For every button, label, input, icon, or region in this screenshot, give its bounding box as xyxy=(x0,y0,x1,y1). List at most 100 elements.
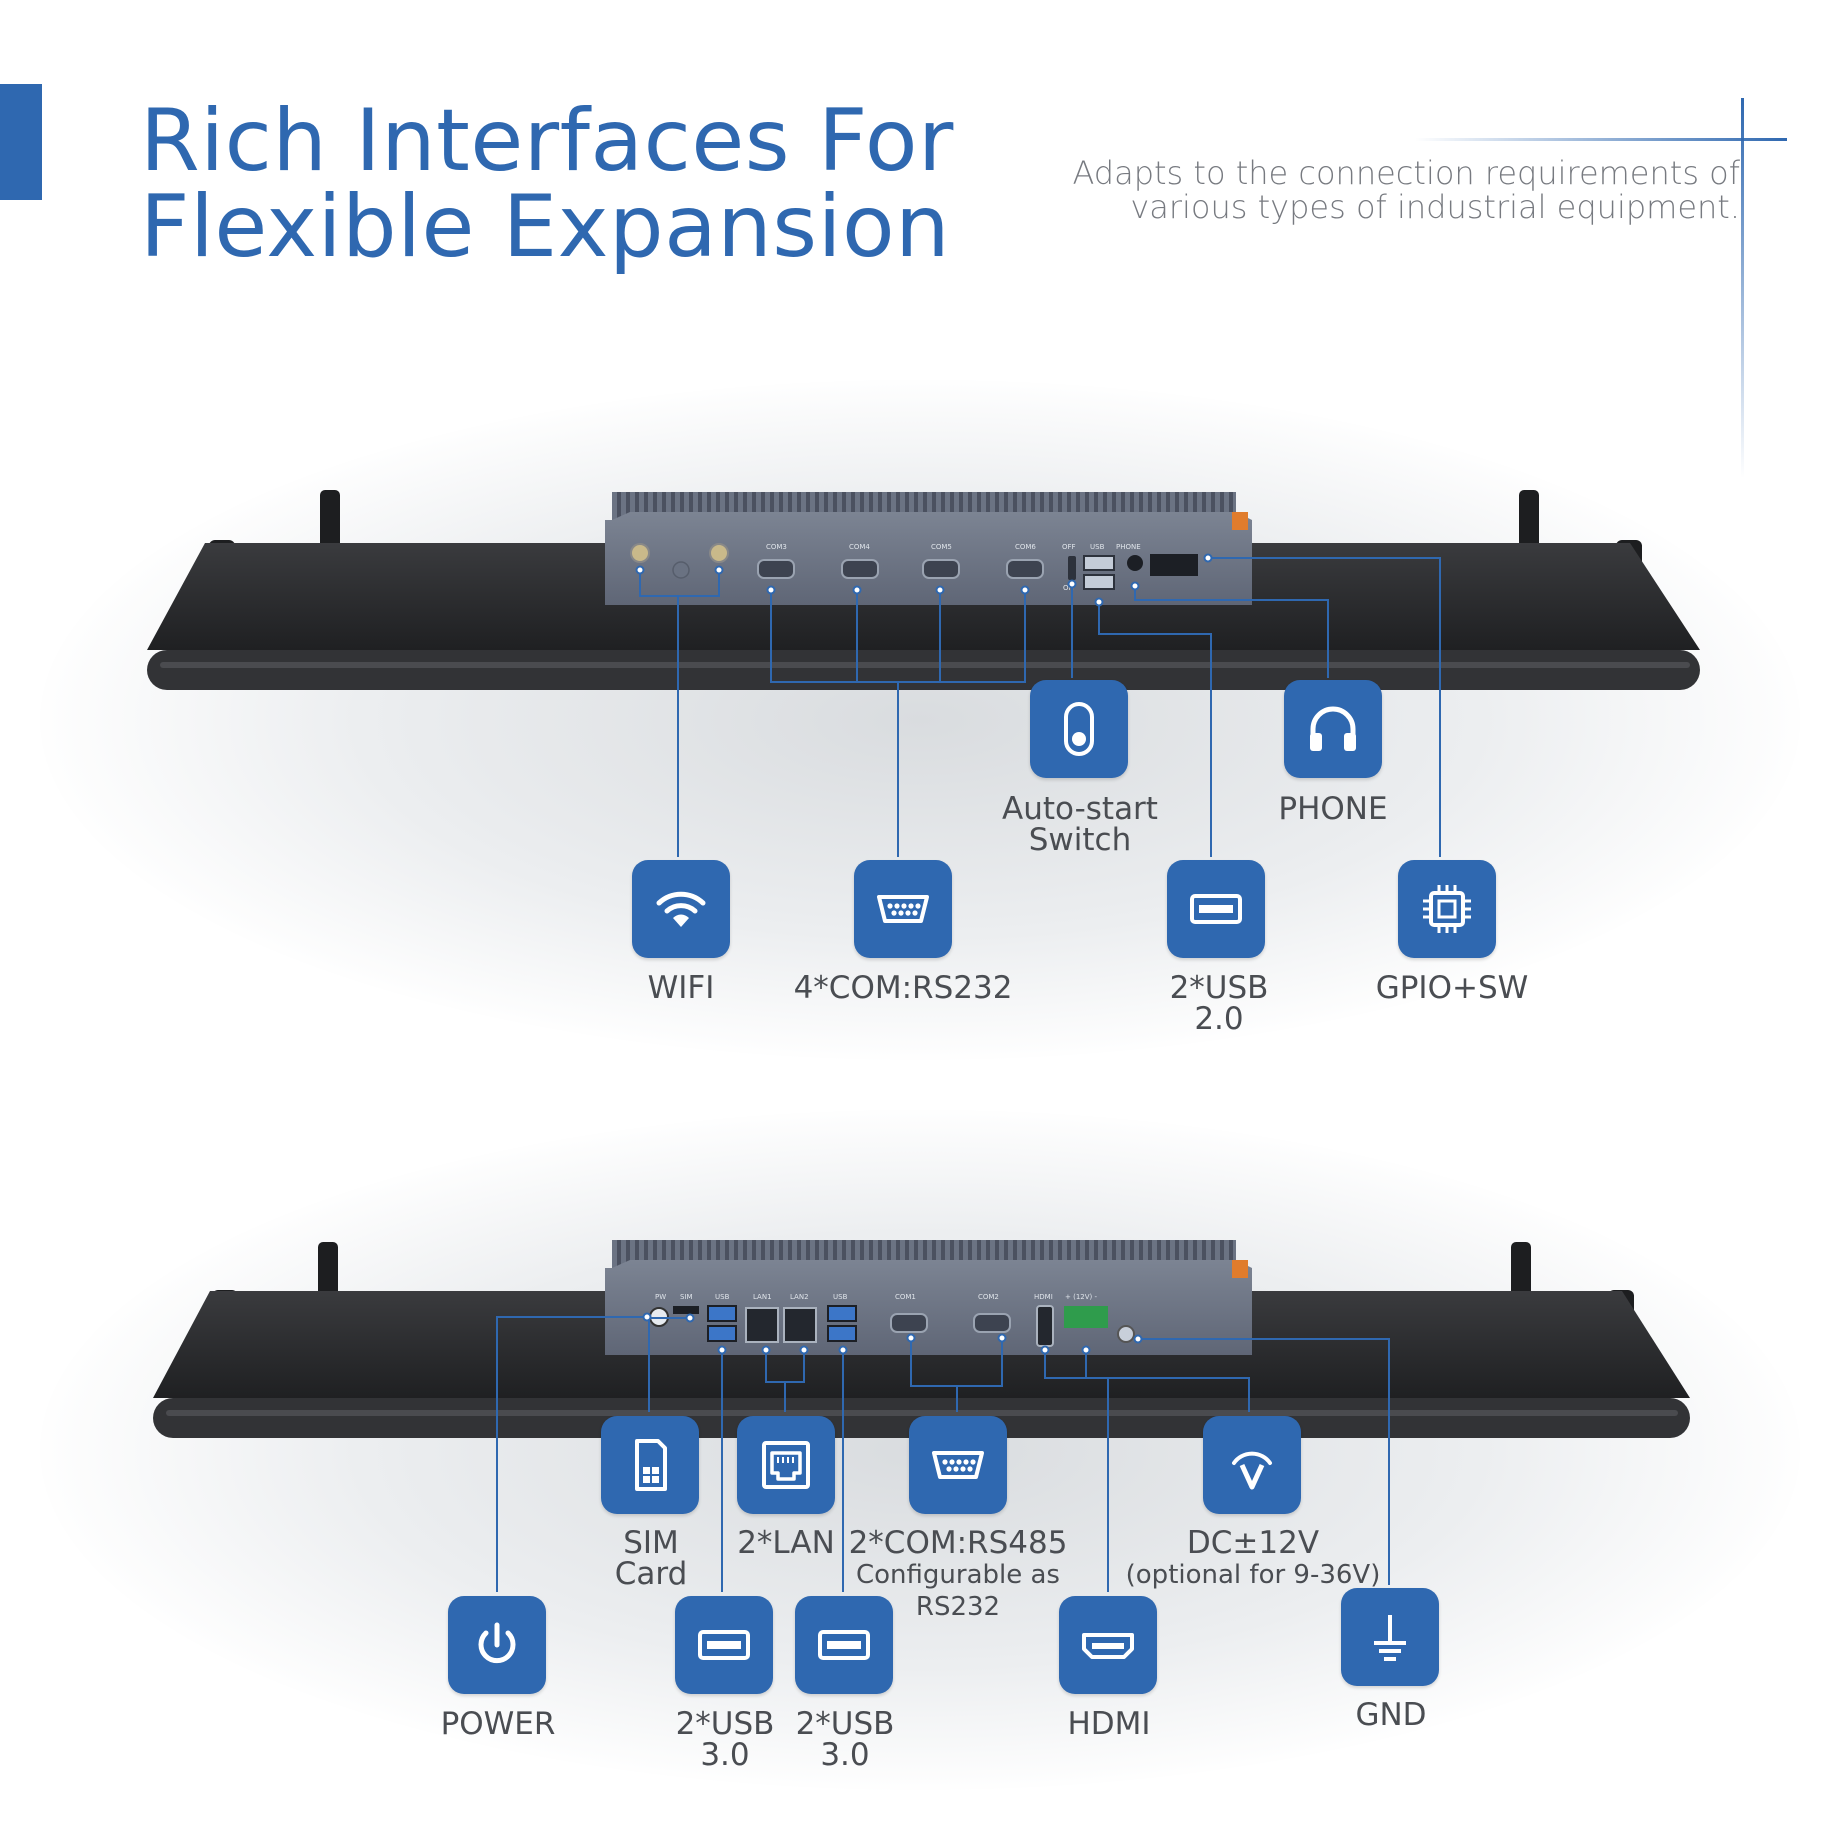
phone-jack xyxy=(1127,555,1143,571)
gpio-feature xyxy=(1398,860,1496,958)
power-label: POWER xyxy=(440,1706,556,1742)
top-connector-lines xyxy=(639,557,1441,857)
hdmi-port xyxy=(1036,1305,1054,1347)
wifi-feature xyxy=(632,860,730,958)
ground-screw xyxy=(1117,1325,1135,1343)
lan-port xyxy=(745,1307,779,1343)
port-label-usb: USB xyxy=(1090,543,1105,551)
usb-icon xyxy=(818,1630,870,1660)
top-connector-dots xyxy=(635,553,1213,607)
ethernet-icon xyxy=(762,1441,810,1489)
port-label-com1: COM1 xyxy=(895,1293,916,1301)
usb3-feature-left xyxy=(675,1596,773,1694)
top-device: COM3 COM4 COM5 COM6 OFF USB PHONE ON xyxy=(147,490,1700,690)
usb-icon xyxy=(1190,894,1242,924)
accent-bar xyxy=(0,84,42,200)
port-label-lan2: LAN2 xyxy=(790,1293,809,1301)
panel-edge-highlight xyxy=(166,1410,1678,1416)
auto-start-switch-label: Auto-start Switch xyxy=(1002,791,1158,858)
hdmi-feature xyxy=(1059,1596,1157,1694)
hdmi-icon xyxy=(1082,1633,1134,1659)
com-ports: COM3 COM4 COM5 COM6 xyxy=(757,543,1044,579)
gpio-label: GPIO+SW xyxy=(1375,970,1529,1006)
port-label-com4: COM4 xyxy=(849,543,870,551)
lan-port xyxy=(783,1307,817,1343)
screw-cover xyxy=(672,561,690,579)
bottom-connector-dots xyxy=(642,1312,1143,1355)
bottom-connector-lines xyxy=(496,1316,1390,1592)
gnd-feature xyxy=(1341,1588,1439,1686)
usb-port xyxy=(1083,555,1115,571)
port-label-12v: + (12V) - xyxy=(1065,1293,1097,1301)
power-feature xyxy=(448,1596,546,1694)
usb3-label-right: 2*USB 3.0 xyxy=(795,1706,895,1773)
subtitle-line-2: various types of industrial equipment. xyxy=(1130,188,1740,226)
port-label-on: ON xyxy=(1063,584,1074,592)
lan-label: 2*LAN xyxy=(737,1525,835,1561)
com-rs232-feature xyxy=(854,860,952,958)
dc-power-label: DC±12V (optional for 9-36V) xyxy=(1125,1525,1381,1591)
port-label-com2: COM2 xyxy=(978,1293,999,1301)
port-label-sim: SIM xyxy=(680,1293,693,1301)
gpio-terminal xyxy=(1150,554,1198,576)
hdmi-label: HDMI xyxy=(1067,1706,1151,1742)
auto-start-switch xyxy=(1068,556,1076,580)
panel-edge-highlight xyxy=(160,662,1690,668)
com-port xyxy=(890,1313,928,1333)
gnd-label: GND xyxy=(1355,1697,1427,1733)
toggle-switch-icon xyxy=(1064,702,1094,756)
page-subtitle: Adapts to the connection requirements of… xyxy=(980,156,1740,224)
corner-decoration-vertical xyxy=(1741,98,1744,478)
usb3-port xyxy=(827,1325,857,1342)
port-label-hdmi: HDMI xyxy=(1034,1293,1053,1301)
panel-edge xyxy=(147,650,1700,690)
bottom-device: PW SIM USB LAN1 LAN2 USB COM1 COM2 HDMI … xyxy=(153,1240,1690,1438)
port-label-lan1: LAN1 xyxy=(753,1293,772,1301)
dc-terminal xyxy=(1064,1306,1108,1328)
dc-power-icon xyxy=(1232,1451,1272,1490)
sim-card-icon xyxy=(635,1439,667,1491)
usb3-label-left: 2*USB 3.0 xyxy=(675,1706,775,1773)
box-corner-accent xyxy=(1232,1260,1248,1278)
page-title: Rich Interfaces For Flexible Expansion xyxy=(140,98,954,270)
usb3-port xyxy=(707,1305,737,1322)
port-label-phone: PHONE xyxy=(1116,543,1141,551)
phone-label: PHONE xyxy=(1278,791,1388,827)
com-rs485-feature xyxy=(909,1416,1007,1514)
port-label-pw: PW xyxy=(655,1293,666,1301)
phone-feature xyxy=(1284,680,1382,778)
wifi-icon xyxy=(656,891,706,927)
chip-icon xyxy=(1423,885,1471,933)
auto-start-switch-feature xyxy=(1030,680,1128,778)
port-label-com3: COM3 xyxy=(766,543,787,551)
usb-icon xyxy=(698,1630,750,1660)
headphones-icon xyxy=(1310,706,1356,751)
serial-port-icon xyxy=(877,895,929,923)
sim-card-label: SIM Card xyxy=(614,1525,688,1592)
subtitle-line-1: Adapts to the connection requirements of xyxy=(1072,154,1740,192)
power-icon xyxy=(478,1622,516,1664)
com-port xyxy=(973,1313,1011,1333)
sim-slot xyxy=(673,1306,699,1314)
com-rs485-label: 2*COM:RS485 Configurable as RS232 xyxy=(848,1525,1068,1623)
box-corner-accent xyxy=(1232,512,1248,530)
usb3-port xyxy=(827,1305,857,1322)
serial-port-icon xyxy=(932,1451,984,1479)
port-label-usb-left: USB xyxy=(715,1293,730,1301)
usb3-feature-right xyxy=(795,1596,893,1694)
usb3-port xyxy=(707,1325,737,1342)
usb2-feature xyxy=(1167,860,1265,958)
antenna-connector xyxy=(709,543,729,563)
wifi-label: WIFI xyxy=(647,970,715,1006)
usb2-label: 2*USB 2.0 xyxy=(1169,970,1269,1037)
lan-feature xyxy=(737,1416,835,1514)
title-line-2: Flexible Expansion xyxy=(140,177,951,277)
title-line-1: Rich Interfaces For xyxy=(140,91,954,191)
sim-card-feature xyxy=(601,1416,699,1514)
com-rs232-label: 4*COM:RS232 xyxy=(793,970,1013,1006)
ground-icon xyxy=(1374,1615,1406,1661)
mini-pc-box xyxy=(605,1260,1252,1355)
port-label-off: OFF xyxy=(1062,543,1076,551)
port-label-com5: COM5 xyxy=(931,543,952,551)
